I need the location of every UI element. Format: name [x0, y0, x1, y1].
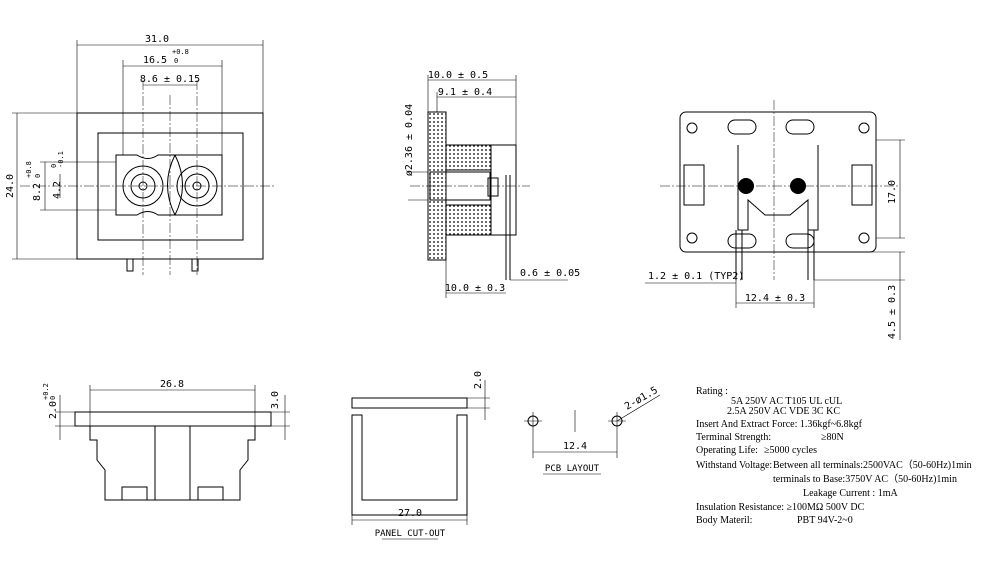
side-body-top — [445, 144, 492, 171]
panel-cutout: 2.0 27.0 PANEL CUT-OUT — [351, 371, 490, 540]
rear-slot-4 — [785, 233, 815, 249]
rear-frame — [737, 145, 819, 231]
bottom-body — [89, 426, 256, 501]
dim-front-inner-height-tol: +0.8 — [25, 161, 33, 178]
spec-operating-life-label: Operating Life: — [696, 445, 758, 456]
dim-side-pin-thickness: 0.6 ± 0.05 — [520, 268, 580, 279]
side-view: 10.0 ± 0.5 9.1 ± 0.4 ø2.36 ± 0.04 0.6 ± … — [404, 70, 580, 298]
pcb-layout-label: PCB LAYOUT — [545, 464, 600, 474]
front-view: 31.0 16.5 +0.8 0 8.6 ± 0.15 24.0 8.2 +0.… — [5, 34, 275, 275]
dim-front-pin-height-tol2: -0.1 — [57, 151, 65, 168]
dim-bottom-width: 26.8 — [160, 379, 184, 390]
dim-side-bottom-length: 10.0 ± 0.3 — [445, 283, 505, 294]
dim-rear-pin-width: 1.2 ± 0.1 (TYP2) — [648, 271, 744, 282]
front-socket-left — [115, 154, 176, 216]
dim-panel-thickness: 2.0 — [473, 371, 484, 389]
spec-withstand-2: terminals to Base:3750V AC（50-60Hz)1min — [773, 473, 957, 485]
spec-rating-label: Rating : — [696, 386, 728, 397]
bottom-flange — [74, 411, 272, 427]
dim-side-pin-diameter: ø2.36 ± 0.04 — [404, 104, 415, 176]
side-rear — [490, 144, 517, 236]
dim-side-top-inner: 9.1 ± 0.4 — [438, 87, 492, 98]
spec-withstand-1: Between all terminals:2500VAC（50-60Hz)1m… — [773, 459, 972, 471]
dim-rear-pin-length: 4.5 ± 0.3 — [887, 285, 898, 339]
rear-view: 17.0 1.2 ± 0.1 (TYP2) 12.4 ± 0.3 4.5 ± 0… — [645, 100, 905, 340]
front-socket-right — [174, 154, 223, 216]
spec-leakage: Leakage Current : 1mA — [803, 488, 898, 499]
bottom-view: 26.8 3.0 2.0 +0.2 0 — [42, 379, 290, 501]
dim-front-pin-height: 4.2 — [52, 181, 63, 199]
rear-slot-2 — [785, 119, 815, 135]
dim-rear-pin-spacing: 12.4 ± 0.3 — [745, 293, 805, 304]
dim-panel-width: 27.0 — [398, 508, 422, 519]
side-contact — [487, 177, 499, 197]
spec-terminal-strength-label: Terminal Strength: — [696, 432, 771, 443]
front-inner-rim — [97, 132, 244, 241]
dim-front-pin-height-tol: 0 — [50, 164, 58, 168]
spec-rating-2: 2.5A 250V AC VDE 3C KC — [727, 406, 840, 417]
dim-front-height: 24.0 — [5, 174, 16, 198]
spec-insert-force: Insert And Extract Force: 1.36kgf~6.8kgf — [696, 419, 863, 430]
dim-side-top-outer: 10.0 ± 0.5 — [428, 70, 488, 81]
spec-body-value: PBT 94V-2~0 — [797, 515, 853, 526]
dim-bottom-thickness-tol2: 0 — [49, 396, 57, 400]
dim-rear-height: 17.0 — [887, 180, 898, 204]
rear-slot-1 — [727, 119, 757, 135]
dim-front-width: 31.0 — [145, 34, 169, 45]
spec-operating-life-value: ≥5000 cycles — [764, 445, 817, 456]
spec-terminal-strength-value: ≥80N — [821, 432, 844, 443]
side-body-bottom — [445, 204, 492, 236]
dim-pcb-spacing: 12.4 — [563, 441, 587, 452]
pcb-layout: 12.4 2-ø1.5 PCB LAYOUT — [524, 385, 661, 475]
dim-front-inner-height: 8.2 — [32, 183, 43, 201]
rear-outer — [679, 111, 877, 253]
panel-top — [351, 397, 468, 409]
spec-insulation: Insulation Resistance: ≥100MΩ 500V DC — [696, 502, 865, 513]
specifications: Rating : 5A 250V AC T105 UL cUL 2.5A 250… — [696, 386, 972, 526]
dim-front-inner-width-tol: +0.8 — [172, 48, 189, 56]
spec-rating-1: 5A 250V AC T105 UL cUL — [731, 396, 842, 407]
dim-front-pin-pitch: 8.6 ± 0.15 — [140, 74, 200, 85]
panel-cutout-shape — [351, 414, 468, 516]
front-terminals — [126, 259, 199, 272]
dim-bottom-flange: 3.0 — [270, 391, 281, 409]
spec-withstand-label: Withstand Voltage: — [696, 460, 772, 471]
dim-front-inner-height-tol2: 0 — [34, 174, 42, 178]
dim-front-inner-width: 16.5 — [143, 55, 167, 66]
dim-bottom-thickness-tol: +0.2 — [42, 383, 50, 400]
dim-front-inner-width-tol2: 0 — [174, 57, 178, 65]
panel-cutout-label: PANEL CUT-OUT — [375, 529, 446, 539]
dim-bottom-thickness: 2.0 — [48, 401, 59, 419]
spec-body-label: Body Materil: — [696, 515, 752, 526]
